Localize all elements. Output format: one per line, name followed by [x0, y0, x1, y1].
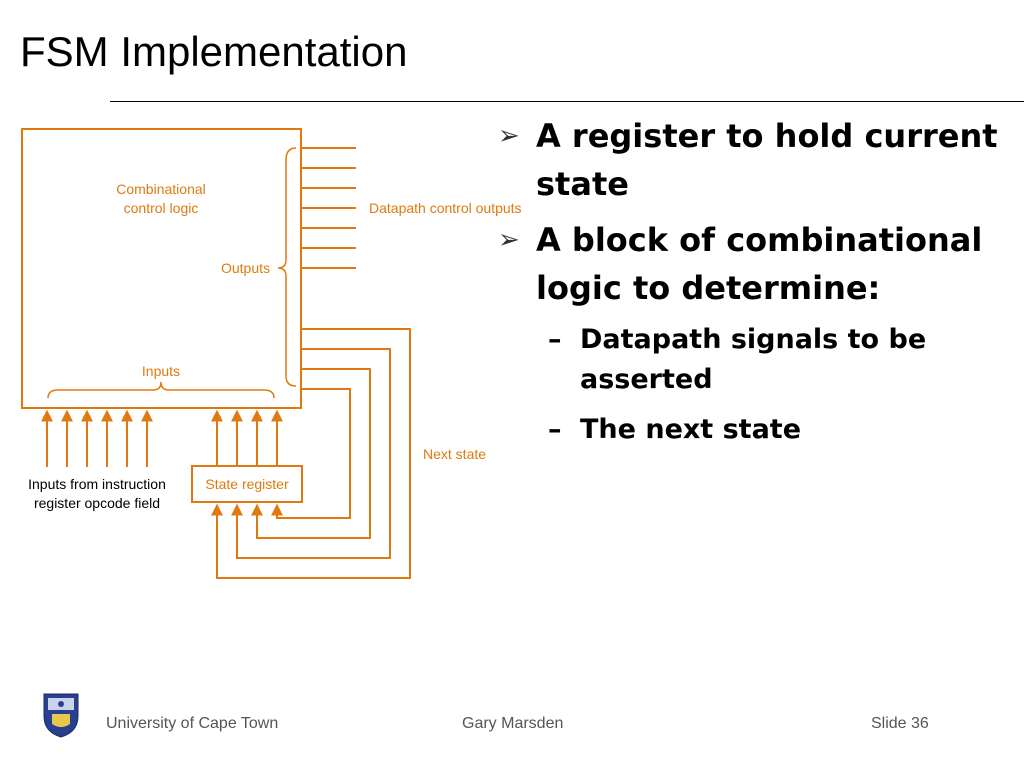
sub-bullet-item: – Datapath signals to be asserted: [498, 320, 1018, 400]
bullet-item: ➢ A block of combinational logic to dete…: [498, 216, 1018, 312]
dash-bullet-icon: –: [548, 414, 562, 445]
slide-title: FSM Implementation: [20, 28, 408, 75]
instr-inputs-label-1: Inputs from instruction: [28, 476, 166, 492]
combinational-label-1: Combinational: [116, 181, 206, 197]
instruction-input-arrows: [41, 409, 153, 467]
state-register-block: [191, 465, 303, 503]
combinational-label-2: control logic: [124, 200, 199, 216]
inputs-label: Inputs: [142, 363, 180, 379]
arrow-bullet-icon: ➢: [498, 121, 520, 151]
university-crest-icon: [43, 693, 79, 738]
next-state-feedback-lines: [211, 328, 411, 579]
bullet-item: ➢ A register to hold current state: [498, 112, 1018, 208]
outputs-label: Outputs: [221, 260, 270, 276]
bullet-text: A register to hold current state: [536, 117, 998, 203]
state-register-label: State register: [205, 476, 289, 492]
arrow-bullet-icon: ➢: [498, 225, 520, 255]
sub-bullet-item: – The next state: [498, 410, 1018, 450]
bullet-list: ➢ A register to hold current state ➢ A b…: [498, 112, 1018, 460]
next-state-label: Next state: [423, 446, 486, 462]
dash-bullet-icon: –: [548, 324, 562, 355]
sub-bullet-text: Datapath signals to be asserted: [580, 324, 927, 395]
sub-bullet-text: The next state: [580, 414, 802, 445]
inputs-brace: [47, 381, 275, 399]
bullet-text: A block of combinational logic to determ…: [536, 221, 983, 307]
footer-author: Gary Marsden: [462, 715, 564, 732]
footer-slide-number: Slide 36: [871, 715, 929, 732]
footer-institution: University of Cape Town: [106, 715, 279, 732]
state-to-logic-arrows: [211, 409, 283, 466]
outputs-brace: [277, 147, 297, 387]
slide-footer: University of Cape Town Gary Marsden Sli…: [0, 712, 1024, 742]
datapath-output-lines: [301, 147, 356, 269]
title-divider: [110, 101, 1024, 102]
instr-inputs-label-2: register opcode field: [34, 495, 160, 511]
datapath-outputs-label: Datapath control outputs: [369, 200, 522, 216]
